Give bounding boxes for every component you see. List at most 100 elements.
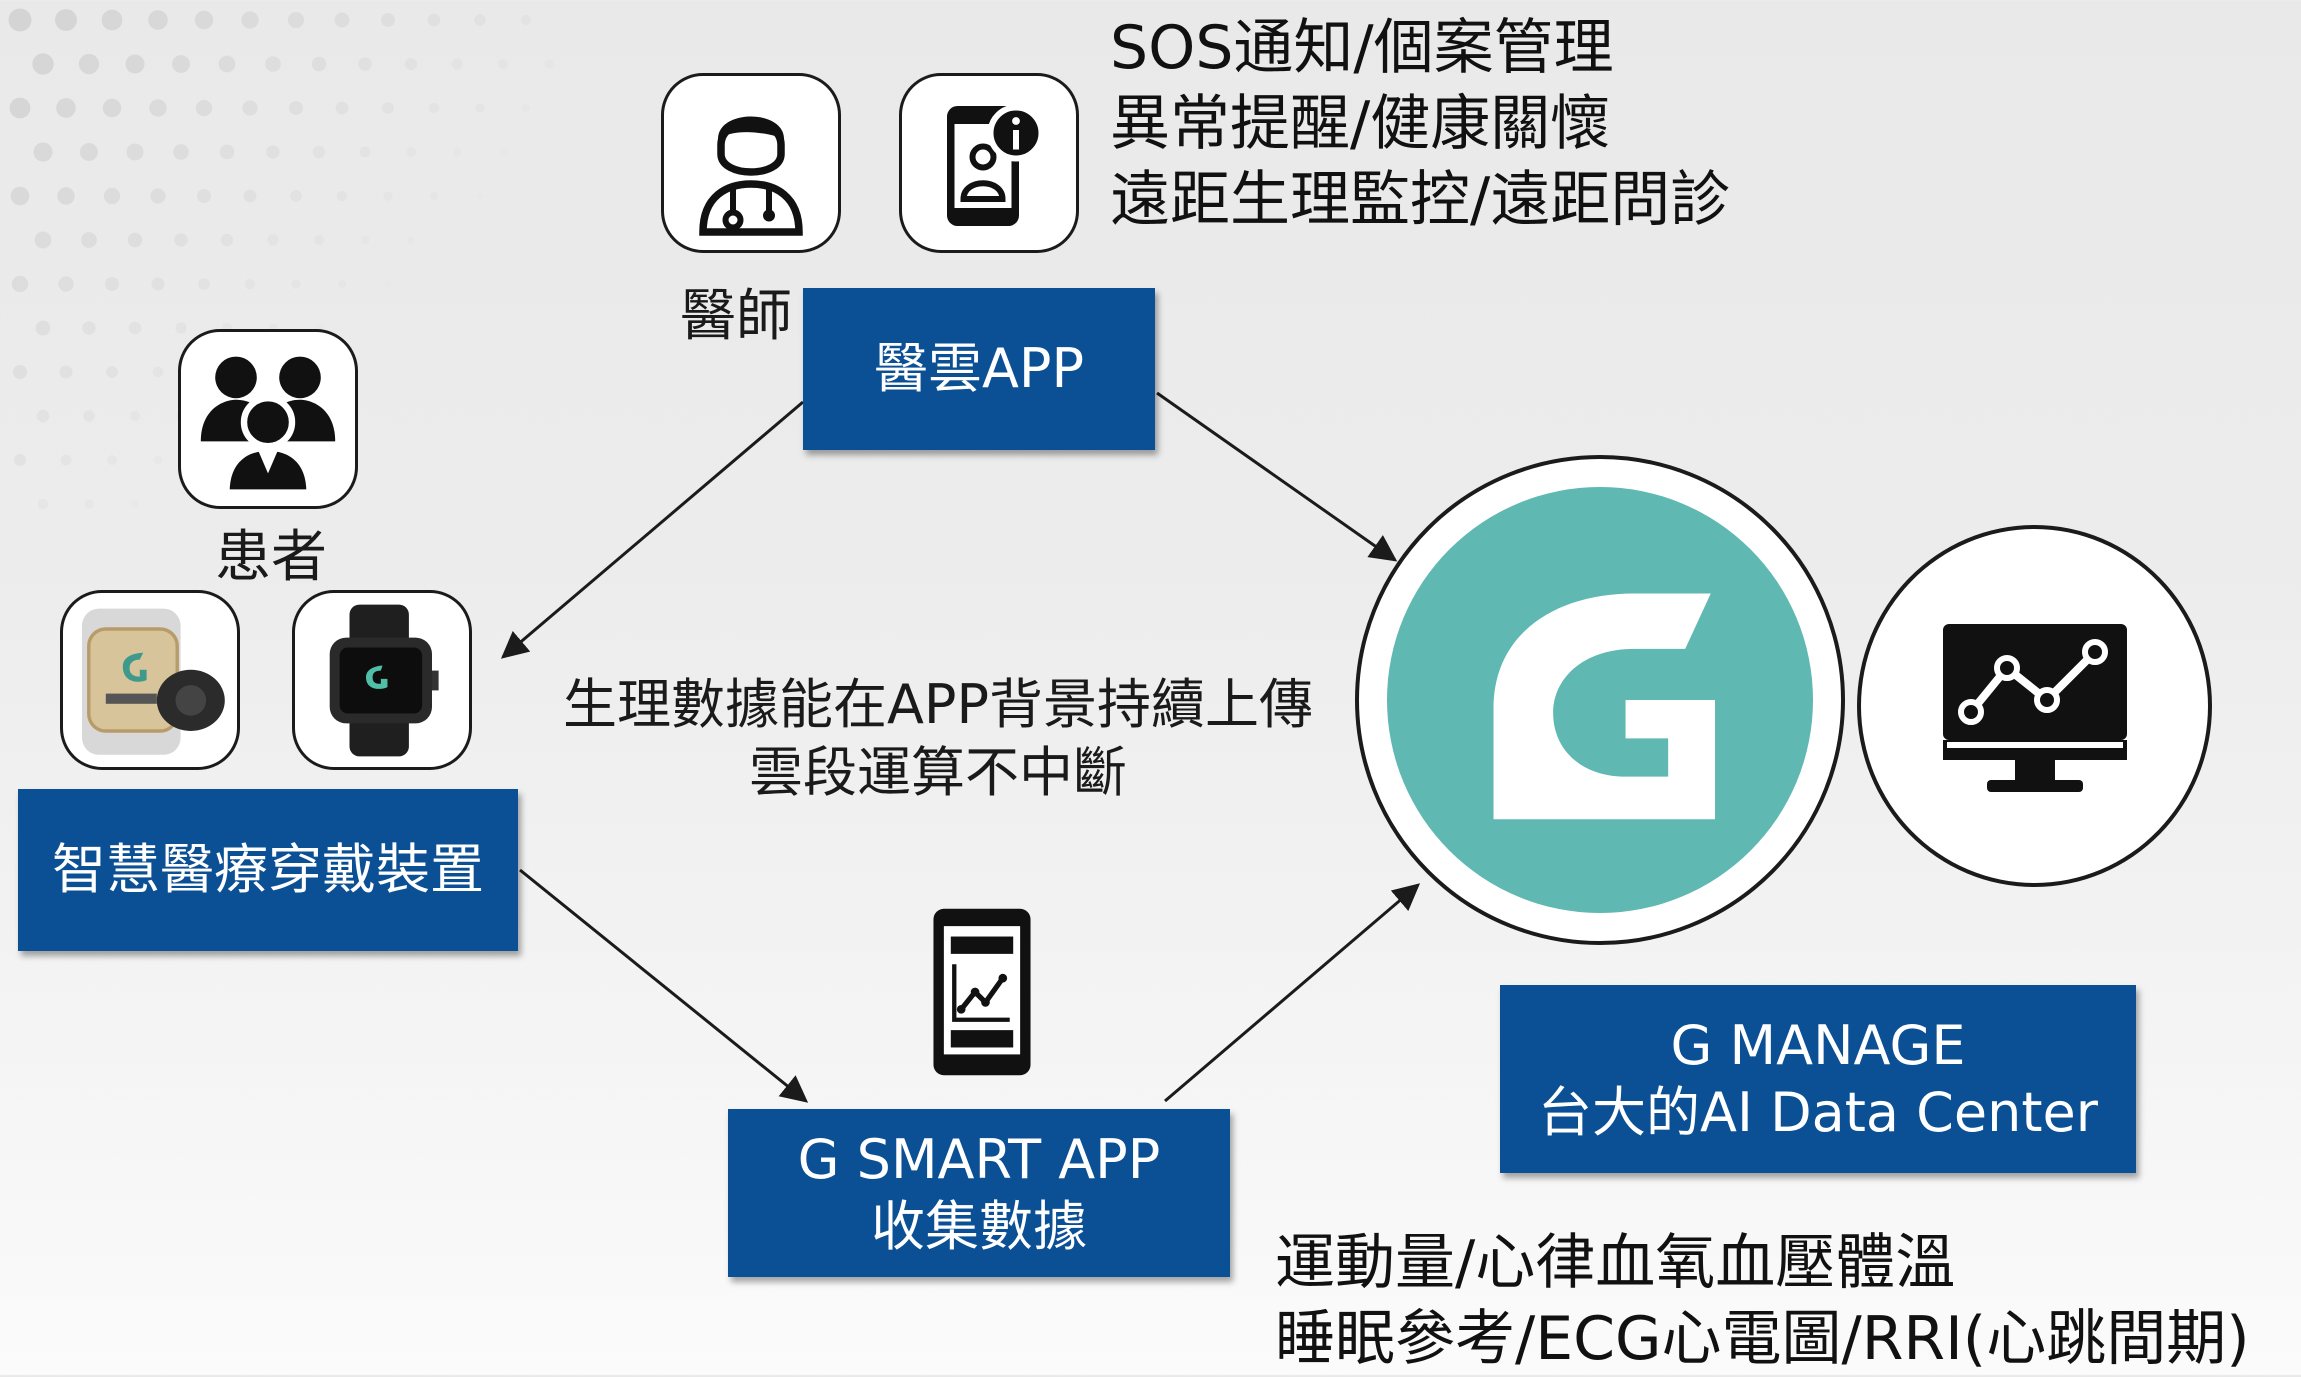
background-dot: [35, 320, 51, 336]
background-dot: [313, 234, 325, 246]
background-dot: [427, 13, 441, 27]
watch-tracker-icon: [82, 608, 225, 755]
background-dot: [101, 9, 123, 31]
background-dot: [151, 277, 165, 291]
bottom-notes: 運動量/心律血氧血壓體溫 睡眠參考/ECG心電圖/RRI(心跳間期): [1275, 1225, 2250, 1377]
background-dot: [60, 454, 72, 466]
background-dot: [404, 57, 418, 71]
center-description: 生理數據能在APP背景持續上傳 雲段運算不中斷: [548, 671, 1328, 807]
watch-tracker-card: [60, 590, 240, 770]
gmanage-title: G MANAGE: [1670, 1013, 1966, 1077]
background-dot: [428, 102, 440, 114]
top-notes: SOS通知/個案管理 異常提醒/健康關懷 遠距生理監控/遠距問診: [1110, 10, 1730, 238]
background-dot: [219, 144, 235, 160]
background-dot: [499, 148, 507, 156]
background-dot: [287, 11, 305, 29]
background-dot: [11, 275, 29, 293]
background-dot: [243, 189, 257, 203]
background-dot: [175, 322, 187, 334]
background-dot: [84, 499, 94, 509]
background-dot: [173, 144, 189, 160]
background-dot: [218, 55, 236, 73]
background-dot: [125, 54, 145, 74]
cloud-app-label: 醫雲APP: [873, 337, 1085, 401]
background-dot: [266, 145, 280, 159]
background-dot: [337, 279, 347, 289]
background-dot: [174, 233, 188, 247]
background-dot: [127, 232, 143, 248]
background-dot: [32, 53, 54, 75]
background-dot: [103, 187, 121, 205]
background-dot: [126, 143, 144, 161]
background-dot: [83, 410, 95, 422]
background-dot: [267, 234, 279, 246]
background-dot: [129, 410, 141, 422]
background-dot: [360, 235, 370, 245]
background-dot: [384, 280, 392, 288]
background-dot: [150, 188, 166, 204]
background-dot: [476, 192, 484, 200]
smartphone-chart-icon: [933, 908, 1031, 1076]
background-dot: [544, 59, 554, 69]
background-dot: [334, 12, 350, 28]
top-note-3: 遠距生理監控/遠距問診: [1110, 165, 1731, 235]
background-dot: [153, 455, 163, 465]
background-dot: [106, 366, 118, 378]
background-dot: [358, 57, 372, 71]
background-dot: [59, 365, 73, 379]
background-dot: [12, 364, 28, 380]
background-dot: [520, 14, 532, 26]
background-dot: [33, 142, 53, 162]
background-dot: [81, 232, 97, 248]
doctor-icon: [699, 116, 803, 236]
gsmart-app-subtitle: 收集數據: [871, 1195, 1087, 1258]
gsmart-app-box[interactable]: G SMART APP 收集數據: [728, 1109, 1230, 1277]
background-dot: [521, 103, 531, 113]
patients-group-icon: [200, 356, 336, 496]
background-dot: [10, 186, 30, 206]
background-dot: [474, 14, 486, 26]
background-dot: [335, 101, 349, 115]
background-dot: [451, 58, 463, 70]
bottom-note-1: 運動量/心律血氧血壓體溫: [1275, 1228, 1956, 1298]
background-dot: [452, 147, 462, 157]
cloud-app-box[interactable]: 醫雲APP: [803, 288, 1155, 450]
background-dot: [265, 56, 281, 72]
background-dot: [289, 101, 303, 115]
background-dot: [290, 190, 302, 202]
center-line-1: 生理數據能在APP背景持續上傳: [562, 673, 1314, 736]
smartwatch-card: [292, 590, 472, 770]
background-dot: [78, 53, 100, 75]
bottom-note-2: 睡眠參考/ECG心電圖/RRI(心跳間期): [1275, 1304, 2250, 1374]
background-dot: [36, 409, 50, 423]
center-line-2: 雲段運算不中斷: [749, 741, 1127, 804]
doctor-label: 醫師: [680, 284, 792, 349]
background-dot: [104, 276, 120, 292]
background-dot: [220, 233, 234, 247]
background-dot: [198, 278, 210, 290]
background-dot: [128, 321, 142, 335]
top-note-1: SOS通知/個案管理: [1110, 13, 1614, 83]
arrow-cloud-to-wearable: [500, 400, 804, 659]
background-dot: [197, 189, 211, 203]
background-dot: [56, 98, 76, 118]
background-dot: [406, 147, 416, 157]
background-dot: [55, 9, 77, 31]
background-dot: [498, 59, 508, 69]
background-dot: [148, 10, 168, 30]
gmanage-box[interactable]: G MANAGE 台大的AI Data Center: [1500, 985, 2136, 1173]
background-dot: [9, 97, 31, 119]
background-dot: [8, 8, 32, 32]
patients-card: [178, 329, 358, 509]
background-dot: [475, 103, 485, 113]
background-dot: [80, 143, 98, 161]
arrow-gsmart-to-gmanage: [1164, 883, 1421, 1103]
gsmart-app-title: G SMART APP: [797, 1127, 1161, 1191]
wearable-device-box[interactable]: 智慧醫療穿戴裝置: [18, 789, 518, 951]
gmanage-subtitle: 台大的AI Data Center: [1538, 1081, 2098, 1144]
background-dot: [244, 278, 256, 290]
background-dot: [383, 191, 393, 201]
patient-label: 患者: [215, 525, 327, 590]
monitor-chart-icon: [1943, 624, 2127, 792]
background-dot: [195, 99, 213, 117]
